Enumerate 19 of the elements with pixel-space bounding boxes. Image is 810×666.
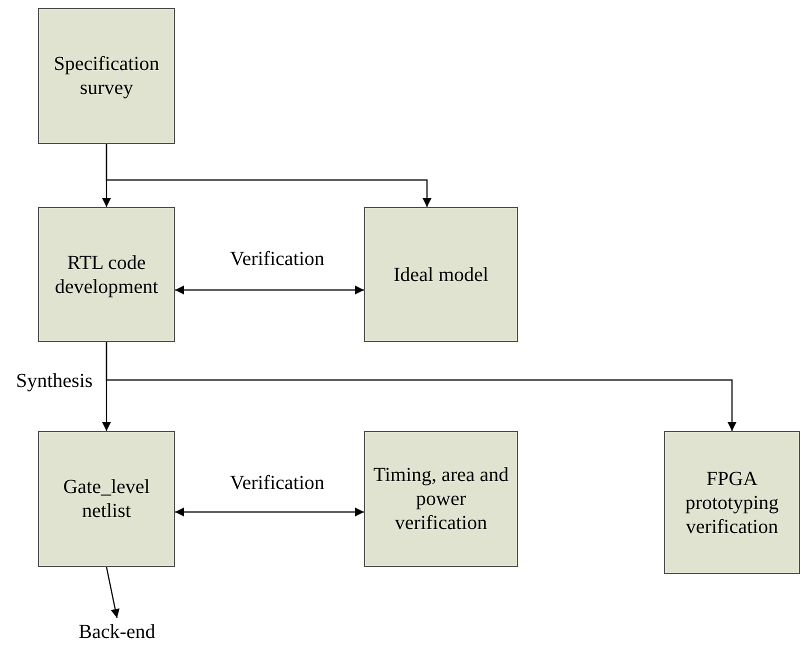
terminal-label: Back-end [72, 618, 162, 646]
process-box [664, 431, 800, 574]
box-label: Gate_level netlist [62, 475, 151, 523]
arrow [106, 566, 120, 618]
process-box [38, 8, 175, 144]
box-label: Timing, area and power verification [372, 463, 510, 535]
process-box [38, 207, 175, 342]
box-label: Ideal model [392, 262, 490, 286]
process-box [364, 431, 518, 567]
process-box [364, 207, 518, 342]
box-label: Specification survey [52, 52, 160, 100]
arrow [106, 144, 432, 207]
process-box [38, 431, 175, 567]
arrow [175, 286, 364, 294]
edge-label: Synthesis [14, 370, 95, 392]
arrow [175, 508, 364, 516]
box-label: FPGA prototyping verification [684, 466, 780, 538]
arrow [106, 342, 736, 431]
box-label: RTL code development [54, 250, 160, 298]
